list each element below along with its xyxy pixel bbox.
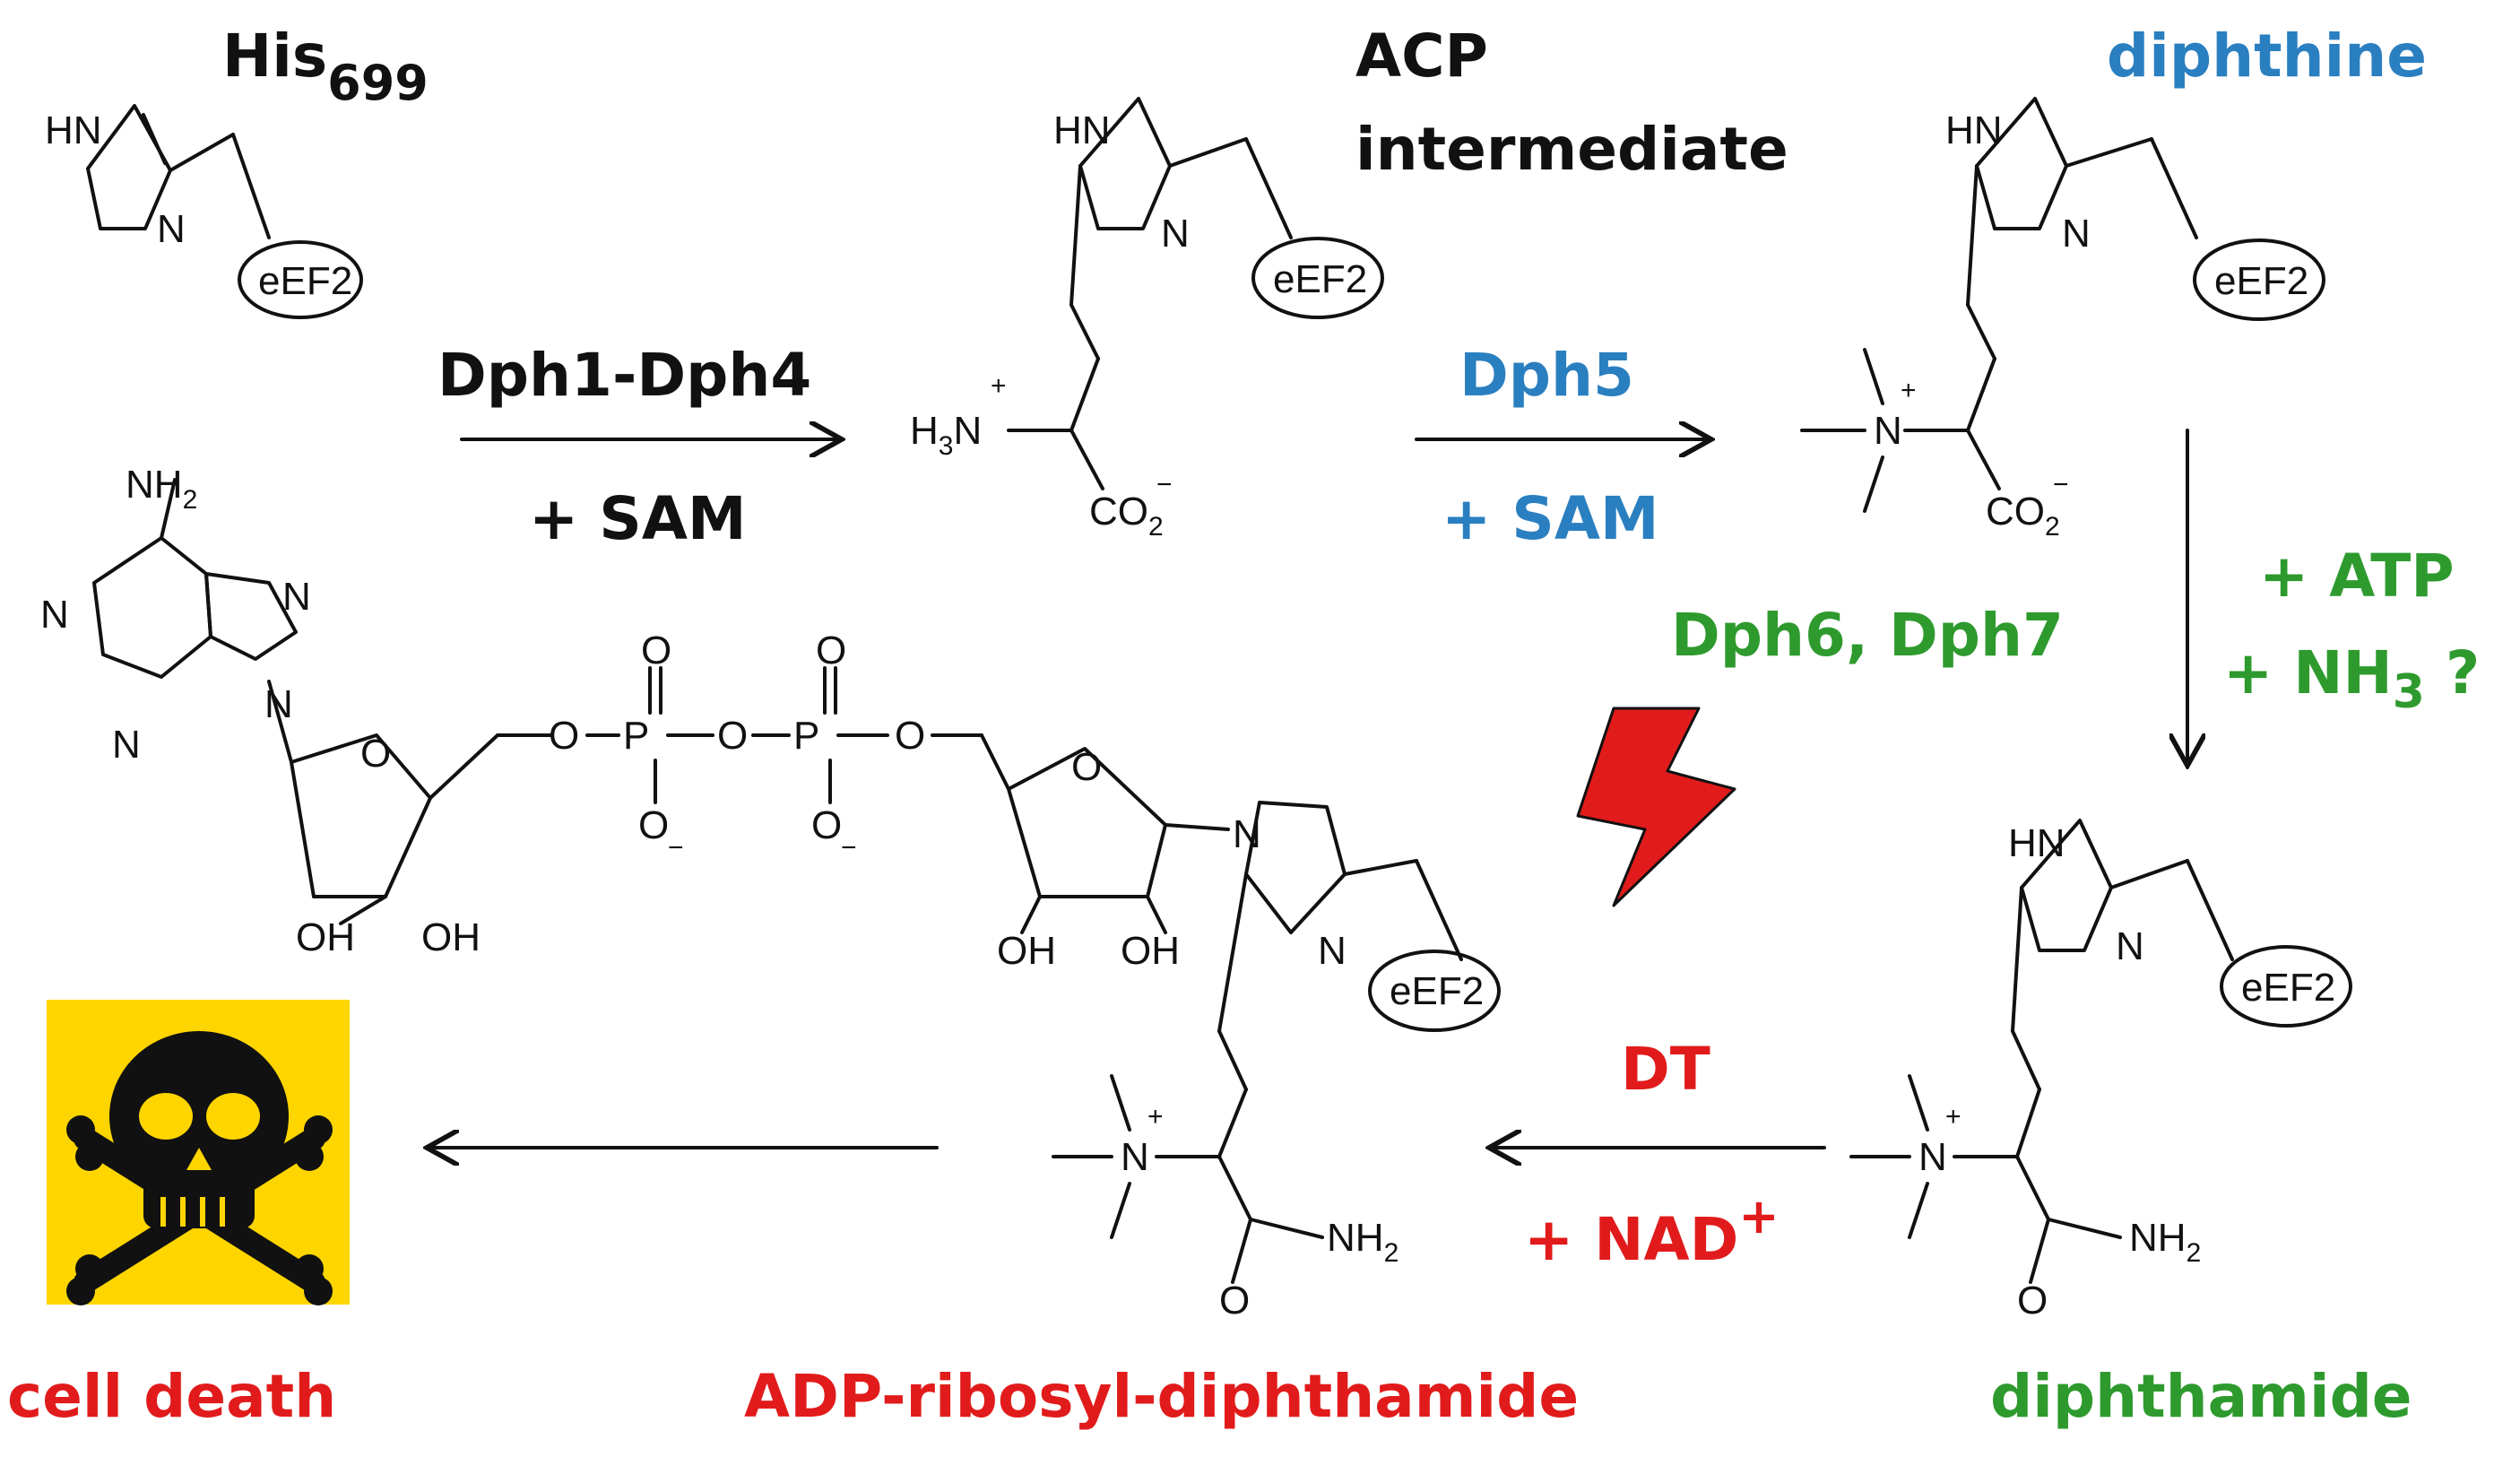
atom-o-p1-minus: O [638, 803, 669, 847]
adp-ribose-structure [92, 478, 1230, 934]
his699-structure [86, 104, 363, 319]
atom-hn-diphthamide: HN [2008, 821, 2065, 865]
atom-labels: HN N eEF2 HN N eEF2 H3N + CO2 − HN N eEF… [40, 108, 2335, 1323]
atom-hn-his: HN [45, 108, 102, 152]
step1-cofactor: + SAM [529, 484, 747, 553]
atom-o-adp: O [1219, 1279, 1250, 1323]
charge-plus-diphthine: + [1901, 376, 1917, 405]
atom-o-p2-double: O [816, 629, 846, 672]
atom-n9-adenine: N [264, 682, 293, 726]
skull-crossbones-icon [47, 1000, 350, 1305]
atom-hn-diphthine: HN [1945, 108, 2003, 152]
atom-o-bridge1: O [549, 714, 579, 758]
atom-n1-adenine: N [40, 593, 69, 637]
eef2-adp: eEF2 [1390, 969, 1484, 1013]
eef2-diphthine: eEF2 [2214, 259, 2308, 303]
atom-oh2-ribose1: OH [421, 915, 481, 959]
acp-label-line1: ACP [1355, 22, 1488, 91]
cell-death-label: cell death [7, 1362, 337, 1431]
diphthine-structure [1800, 97, 2325, 513]
step4-toxin: DT [1621, 1035, 1710, 1104]
atom-n3-adp-his: N [1318, 929, 1347, 973]
atom-co2-diphthine: CO2 [1986, 490, 2060, 542]
atom-o-p1-double: O [641, 629, 671, 672]
atom-n-diphthine: N [2062, 212, 2091, 256]
charge-plus-adp: + [1147, 1102, 1164, 1132]
step3-enzyme: Dph6, Dph7 [1671, 601, 2064, 670]
atom-o-ribose1: O [360, 732, 391, 776]
step2-enzyme: Dph5 [1459, 341, 1634, 410]
diphthamide-structure [1849, 819, 2352, 1284]
adp-ribosyl-diphthamide-structure [1052, 801, 1501, 1284]
atom-n-his: N [157, 207, 186, 251]
atom-h3n-acp: H3N [910, 409, 982, 461]
charge-minus-acp: − [1156, 470, 1173, 499]
eef2-diphthamide: eEF2 [2241, 966, 2335, 1010]
adp-ribosyl-label: ADP-ribosyl-diphthamide [744, 1362, 1580, 1431]
charge-plus-diphthamide: + [1945, 1102, 1961, 1132]
eef2-his: eEF2 [258, 259, 352, 303]
acp-label-line2: intermediate [1355, 115, 1788, 184]
atom-hn-acp: HN [1053, 108, 1111, 152]
step2-cofactor: + SAM [1442, 484, 1659, 553]
charge-minus-diphthine: − [2053, 470, 2069, 499]
atom-n-diphthine-amine: N [1874, 409, 1902, 453]
atom-n7-adenine: N [282, 575, 311, 619]
atom-co2-acp: CO2 [1089, 490, 1164, 542]
charge-minus-p1: − [668, 833, 684, 863]
atom-o-diphthamide: O [2017, 1279, 2048, 1323]
atom-o-bridge3: O [895, 714, 925, 758]
acp-structure [1007, 97, 1384, 490]
atom-nh2-diphthamide: NH2 [2129, 1216, 2201, 1268]
atom-n1-adp-his: N [1233, 812, 1261, 856]
atom-p1: P [623, 714, 649, 758]
atom-nh2-adenine: NH2 [126, 463, 197, 515]
step3-atp: + ATP [2259, 542, 2455, 611]
lightning-bolt-icon [1576, 707, 1736, 907]
atom-nh2-adp: NH2 [1327, 1216, 1399, 1268]
atom-oh1-ribose2: OH [997, 929, 1056, 973]
atom-n-diphthamide: N [2116, 924, 2144, 968]
eef2-acp: eEF2 [1273, 257, 1367, 301]
step4-cofactor: + NAD+ [1524, 1188, 1780, 1274]
atom-n-adp-amine: N [1121, 1135, 1149, 1179]
charge-minus-p2: − [841, 833, 857, 863]
atom-o-p2-minus: O [811, 803, 842, 847]
atom-p2: P [793, 714, 819, 758]
diphthine-label: diphthine [2107, 22, 2428, 91]
step1-enzyme: Dph1-Dph4 [437, 341, 812, 410]
atom-oh1-ribose1: OH [296, 915, 355, 959]
atom-n3-adenine: N [112, 723, 141, 767]
atom-n-diphthamide-amine: N [1918, 1135, 1947, 1179]
diphthamide-label: diphthamide [1990, 1362, 2412, 1431]
charge-plus-acp: + [991, 371, 1007, 401]
his-label: His699 [222, 22, 429, 111]
atom-o-bridge2: O [717, 714, 748, 758]
atom-n-acp: N [1161, 212, 1190, 256]
atom-o-ribose2: O [1071, 745, 1102, 789]
step3-nh3: + NH3 ? [2223, 638, 2481, 719]
atom-oh2-ribose2: OH [1121, 929, 1180, 973]
